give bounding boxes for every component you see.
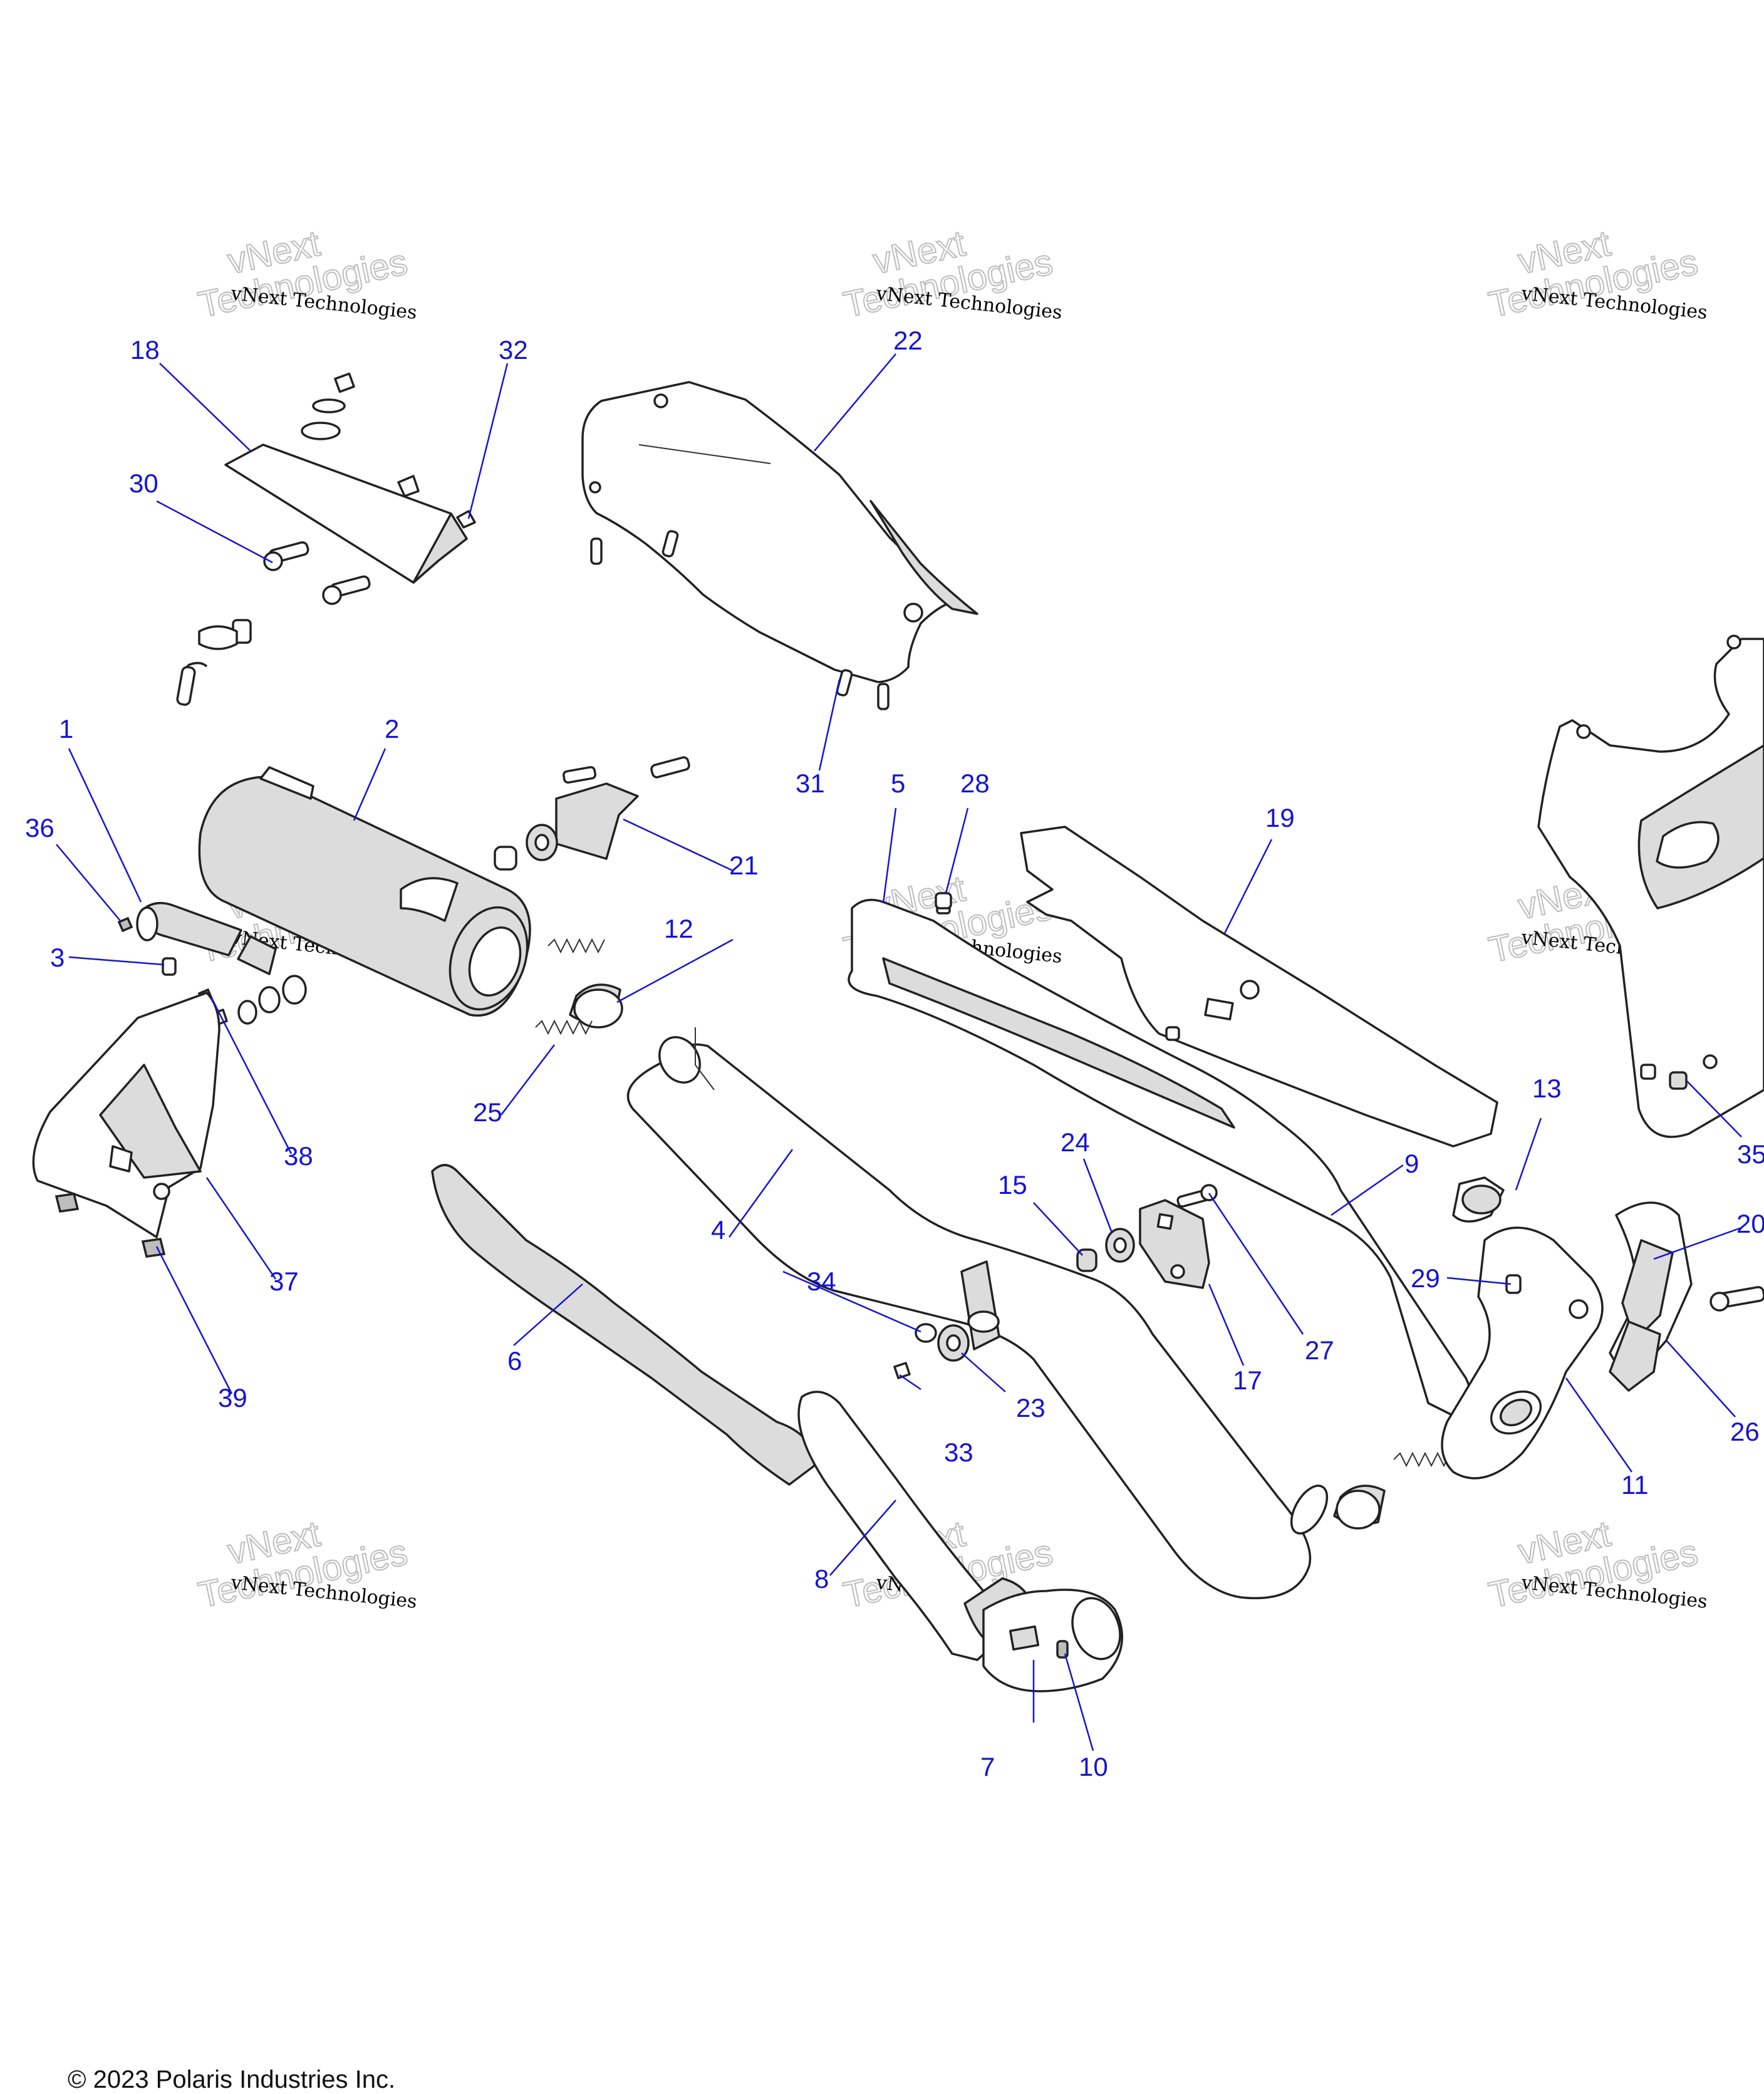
part-17-bracket (1139, 1199, 1210, 1289)
callout-3: 3 (50, 943, 65, 972)
callout-37: 37 (269, 1267, 299, 1296)
part-22-heat-shield (581, 381, 978, 710)
callout-20: 20 (1736, 1209, 1764, 1238)
part-28-bolt (935, 892, 952, 910)
callout-32: 32 (499, 335, 528, 365)
callout-33: 33 (944, 1438, 973, 1467)
part-1-muffler-tip (136, 901, 277, 975)
callout-5: 5 (891, 769, 905, 798)
callout-15: 15 (998, 1170, 1027, 1200)
callout-19: 19 (1265, 803, 1295, 832)
callout-27: 27 (1305, 1335, 1334, 1365)
part-12-gasket (569, 983, 623, 1029)
part-27-bolt (1176, 1184, 1218, 1208)
callout-22: 22 (893, 326, 923, 355)
part-4-head-pipe (626, 1027, 1329, 1600)
part-right-heat-shield (1537, 635, 1764, 1138)
callout-17: 17 (1233, 1366, 1262, 1395)
callout-31: 31 (796, 769, 825, 798)
callout-12: 12 (664, 914, 693, 943)
part-19-heat-shield (1020, 826, 1498, 1148)
copyright-notice: © 2023 Polaris Industries Inc. (68, 2066, 396, 2093)
callout-13: 13 (1532, 1074, 1562, 1103)
part-24-grommet (1105, 1228, 1135, 1263)
part-10-clamp (1056, 1640, 1069, 1659)
part-exhaust-gasket (1333, 1485, 1386, 1530)
part-34-washer (915, 1323, 937, 1343)
part-23-washer (937, 1324, 970, 1362)
part-7-outlet (982, 1589, 1123, 1692)
part-21-bracket (494, 756, 690, 871)
callout-9: 9 (1404, 1149, 1419, 1178)
callout-18: 18 (130, 335, 160, 365)
part-36-nut (117, 916, 133, 933)
callout-26: 26 (1730, 1417, 1760, 1446)
part-3-screw (162, 957, 177, 976)
callout-29: 29 (1411, 1263, 1440, 1293)
callout-30: 30 (129, 469, 158, 498)
callout-8: 8 (814, 1564, 829, 1594)
part-13-gasket (1452, 1176, 1505, 1223)
callout-21: 21 (729, 851, 759, 880)
callout-23: 23 (1016, 1393, 1045, 1423)
callout-1: 1 (59, 714, 73, 744)
callout-39: 39 (218, 1383, 247, 1412)
callout-7: 7 (980, 1752, 995, 1781)
callout-36: 36 (25, 813, 54, 842)
callout-25: 25 (473, 1097, 502, 1127)
part-26-clamp (1609, 1286, 1764, 1392)
part-11-elbow (1441, 1226, 1604, 1480)
callout-28: 28 (960, 769, 990, 798)
callout-34: 34 (807, 1267, 836, 1296)
callout-24: 24 (1061, 1127, 1090, 1157)
callout-10: 10 (1079, 1752, 1108, 1781)
part-37-heat-guard (32, 992, 220, 1238)
callout-2: 2 (385, 714, 399, 744)
callout-38: 38 (284, 1141, 313, 1171)
callout-leaders (56, 353, 1742, 1751)
part-33-nut (893, 1362, 911, 1379)
callout-4: 4 (711, 1215, 725, 1245)
callout-35: 35 (1737, 1139, 1764, 1169)
callout-11: 11 (1621, 1470, 1649, 1500)
part-38-washers (197, 975, 307, 1026)
callout-labels: 1 2 3 4 5 6 7 8 9 10 11 12 13 15 17 18 1… (25, 326, 1764, 1781)
callout-6: 6 (507, 1346, 522, 1376)
part-2-muffler (198, 766, 531, 1017)
part-18-heat-shield (176, 372, 476, 706)
